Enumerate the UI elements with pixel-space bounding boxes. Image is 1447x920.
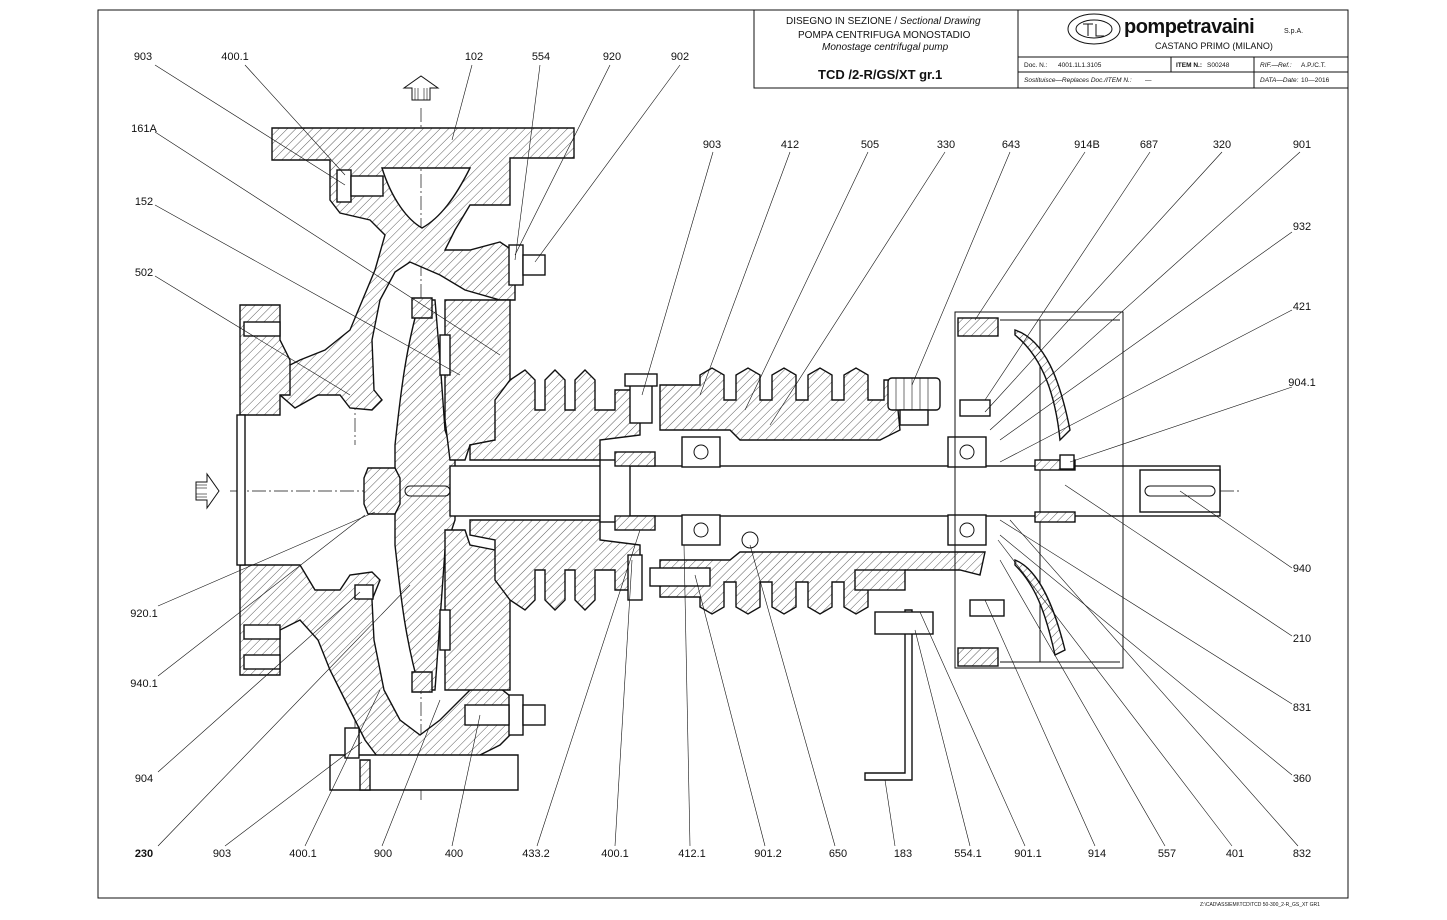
right-labels: 932 421 904.1 940 210 831 360 xyxy=(1288,221,1316,785)
part-label: 557 xyxy=(1158,848,1176,860)
replaces-label: Sostituisce—Replaces Doc./ITEM N.: xyxy=(1024,77,1132,84)
part-label: 940.1 xyxy=(130,678,158,690)
part-label: 152 xyxy=(135,196,153,208)
part-label: 904 xyxy=(135,773,153,785)
part-label: 900 xyxy=(374,848,392,860)
item-label: ITEM N.: xyxy=(1176,62,1202,69)
part-label: 433.2 xyxy=(522,848,550,860)
part-label: 650 xyxy=(829,848,847,860)
part-label: 161A xyxy=(131,123,157,135)
doc-label: Doc. N.: xyxy=(1024,62,1048,69)
part-label: 554 xyxy=(532,51,550,63)
part-label: 505 xyxy=(861,139,879,151)
title-line2: POMPA CENTRIFUGA MONOSTADIO xyxy=(798,30,971,41)
part-label: 643 xyxy=(1002,139,1020,151)
outlet-flow-arrow xyxy=(402,75,440,101)
bearings xyxy=(681,436,987,549)
company-suffix: S.p.A. xyxy=(1284,28,1303,35)
title-line1-it: DISEGNO IN SEZIONE / xyxy=(786,16,897,27)
bottom-labels: 230 903 400.1 900 400 433.2 400.1 412.1 … xyxy=(135,848,1311,860)
part-label: 914 xyxy=(1088,848,1106,860)
part-label: 230 xyxy=(135,848,153,860)
part-label: 901.2 xyxy=(754,848,782,860)
left-labels: 161A 152 502 920.1 940.1 904 xyxy=(130,123,158,785)
part-label: 902 xyxy=(671,51,689,63)
ref-label: RIF.—Ref.: xyxy=(1260,62,1292,69)
date-value: 10—2016 xyxy=(1301,77,1330,84)
part-label: 903 xyxy=(703,139,721,151)
drawing-frame xyxy=(97,9,1349,899)
part-label: 400.1 xyxy=(289,848,317,860)
replaces-value: — xyxy=(1145,77,1152,84)
top-labels: 903 400.1 102 554 920 902 xyxy=(134,51,689,63)
part-label: 502 xyxy=(135,267,153,279)
part-label: 903 xyxy=(213,848,231,860)
file-path: Z:\CAD\ASSIEMI\TCD\TCD 50-300_2-R_GS_XT … xyxy=(1200,902,1320,908)
part-label: 401 xyxy=(1226,848,1244,860)
part-label: 412.1 xyxy=(678,848,706,860)
part-label: 360 xyxy=(1293,773,1311,785)
part-label: 920.1 xyxy=(130,608,158,620)
inlet-flow-arrow xyxy=(195,472,220,510)
fan-guard xyxy=(954,311,1124,669)
part-label: 400.1 xyxy=(601,848,629,860)
part-label: 554.1 xyxy=(954,848,982,860)
company-name: pompetravaini xyxy=(1124,16,1254,38)
part-label: 903 xyxy=(134,51,152,63)
part-label: 102 xyxy=(465,51,483,63)
part-label: 687 xyxy=(1140,139,1158,151)
part-label: 901 xyxy=(1293,139,1311,151)
ref-value: A.P./C.T. xyxy=(1301,62,1326,69)
pump-shaft xyxy=(449,465,1221,517)
title-block: DISEGNO IN SEZIONE / Sectional Drawing P… xyxy=(753,9,1349,89)
company-city: CASTANO PRIMO (MILANO) xyxy=(1155,41,1273,51)
pump-section xyxy=(195,75,1240,800)
part-label: 183 xyxy=(894,848,912,860)
part-label: 210 xyxy=(1293,633,1311,645)
part-label: 421 xyxy=(1293,301,1311,313)
title-line1-en: Sectional Drawing xyxy=(900,16,981,27)
part-label: 901.1 xyxy=(1014,848,1042,860)
part-label: 412 xyxy=(781,139,799,151)
company-logo: pompetravaini S.p.A. xyxy=(1067,13,1303,45)
part-label: 914B xyxy=(1074,139,1100,151)
part-label: 320 xyxy=(1213,139,1231,151)
doc-value: 4001.1L1.3105 xyxy=(1058,62,1102,69)
svg-text:DISEGNO IN SEZIONE / Sec: DISEGNO IN SEZIONE / Sectional Drawing xyxy=(786,16,981,27)
part-label: 932 xyxy=(1293,221,1311,233)
item-value: S00248 xyxy=(1207,62,1230,69)
part-label: 920 xyxy=(603,51,621,63)
part-label: 904.1 xyxy=(1288,377,1316,389)
upper-labels: 903 412 505 330 643 914B 687 320 901 xyxy=(703,139,1311,151)
date-label: DATA—Date: xyxy=(1260,77,1299,84)
part-label: 832 xyxy=(1293,848,1311,860)
leader-lines xyxy=(154,64,1301,847)
part-label: 400 xyxy=(445,848,463,860)
impeller xyxy=(394,299,456,691)
part-label: 940 xyxy=(1293,563,1311,575)
part-label: 831 xyxy=(1293,702,1311,714)
title-line3: Monostage centrifugal pump xyxy=(822,42,949,53)
model-designation: TCD /2-R/GS/XT gr.1 xyxy=(818,67,942,82)
part-label: 400.1 xyxy=(221,51,249,63)
part-label: 330 xyxy=(937,139,955,151)
